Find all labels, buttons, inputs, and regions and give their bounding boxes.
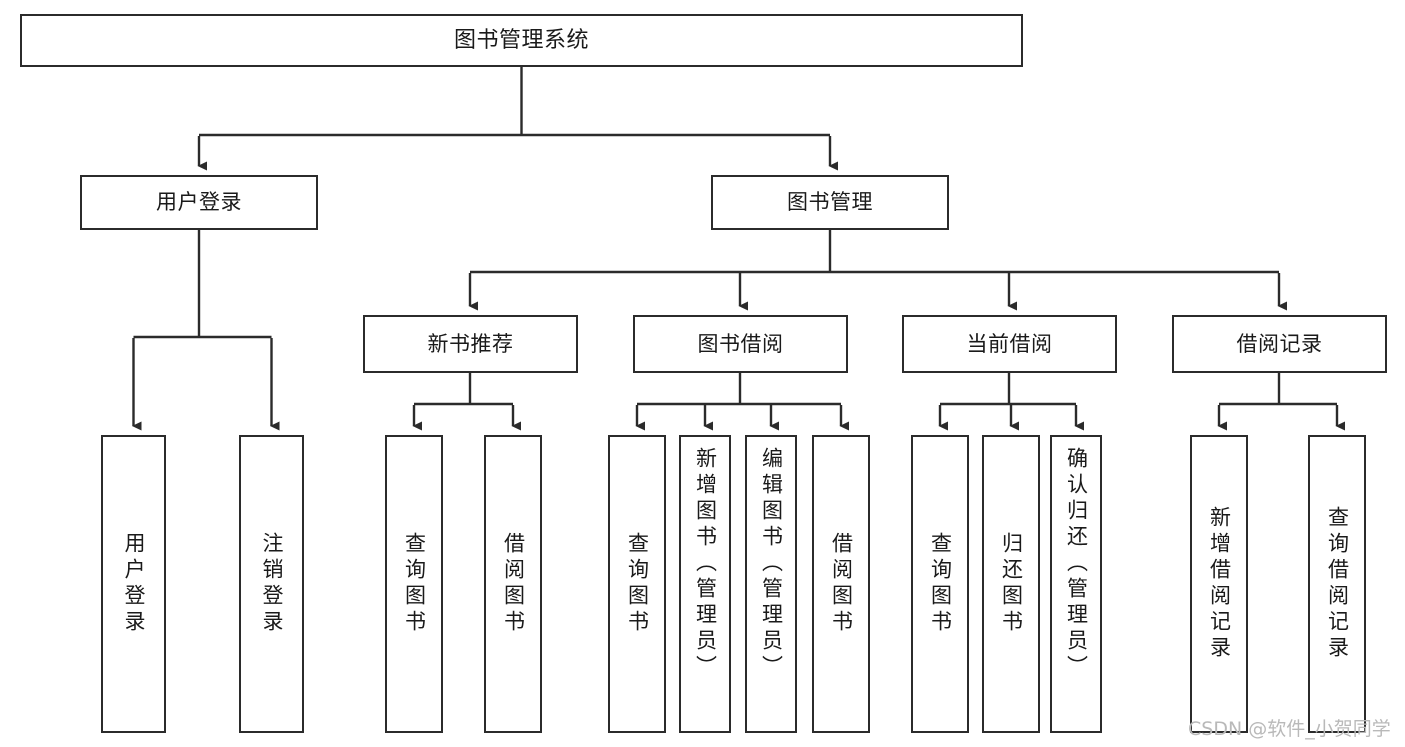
leaf-query-book-current[interactable]: 查询图书 — [911, 435, 969, 733]
leaf-edit-book-admin[interactable]: 编辑图书（管理员） — [745, 435, 797, 733]
leaf-return-book[interactable]: 归还图书 — [982, 435, 1040, 733]
node-label: 借阅图书 — [829, 532, 854, 636]
leaf-query-borrow-record[interactable]: 查询借阅记录 — [1308, 435, 1366, 733]
node-label: 图书借阅 — [697, 331, 784, 356]
leaf-confirm-return-admin[interactable]: 确认归还（管理员） — [1050, 435, 1102, 733]
node-label: 新增图书（管理员） — [693, 447, 718, 681]
node-label: 查询图书 — [928, 532, 953, 636]
leaf-add-borrow-record[interactable]: 新增借阅记录 — [1190, 435, 1248, 733]
node-book-manage[interactable]: 图书管理 — [711, 175, 949, 230]
node-label: 用户登录 — [156, 190, 242, 215]
node-new-book-rec[interactable]: 新书推荐 — [363, 315, 578, 373]
node-label: 图书管理系统 — [453, 27, 589, 53]
node-label: 新增借阅记录 — [1207, 506, 1232, 662]
csdn-watermark: CSDN @软件_小贺同学 — [1188, 718, 1391, 740]
leaf-query-book-rec[interactable]: 查询图书 — [385, 435, 443, 733]
node-label: 图书管理 — [787, 190, 873, 215]
node-label: 归还图书 — [999, 532, 1024, 636]
node-label: 当前借阅 — [966, 331, 1053, 356]
leaf-query-book-borrow[interactable]: 查询图书 — [608, 435, 666, 733]
leaf-user-login[interactable]: 用户登录 — [101, 435, 166, 733]
leaf-borrow-book-rec[interactable]: 借阅图书 — [484, 435, 542, 733]
node-label: 编辑图书（管理员） — [759, 447, 784, 681]
node-label: 确认归还（管理员） — [1064, 447, 1089, 681]
node-current-borrow[interactable]: 当前借阅 — [902, 315, 1117, 373]
leaf-add-book-admin[interactable]: 新增图书（管理员） — [679, 435, 731, 733]
node-label: 查询图书 — [402, 532, 427, 636]
node-borrow-record[interactable]: 借阅记录 — [1172, 315, 1387, 373]
node-label: 借阅记录 — [1236, 331, 1323, 356]
node-root-system[interactable]: 图书管理系统 — [20, 14, 1023, 67]
leaf-borrow-book[interactable]: 借阅图书 — [812, 435, 870, 733]
node-label: 用户登录 — [122, 532, 146, 636]
node-label: 新书推荐 — [427, 331, 514, 356]
node-user-login[interactable]: 用户登录 — [80, 175, 318, 230]
node-label: 查询图书 — [625, 532, 650, 636]
node-book-borrow[interactable]: 图书借阅 — [633, 315, 848, 373]
node-label: 借阅图书 — [501, 532, 526, 636]
node-label: 注销登录 — [260, 532, 284, 636]
leaf-logout[interactable]: 注销登录 — [239, 435, 304, 733]
node-label: 查询借阅记录 — [1325, 506, 1350, 662]
